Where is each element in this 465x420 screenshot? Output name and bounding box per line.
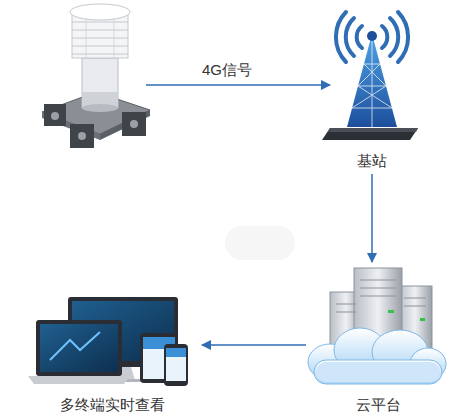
base-station-tower (336, 12, 346, 62)
cloud-server (420, 318, 425, 321)
signal-arrow (146, 84, 330, 86)
base-station-tower (322, 12, 418, 140)
base-station-tower (346, 18, 354, 56)
terminal-devices (166, 348, 186, 357)
base-station-tower (358, 64, 380, 86)
terminal-devices (28, 376, 130, 384)
cloud-server (316, 362, 440, 382)
cloud-server (360, 296, 396, 297)
signal-label: 4G信号 (200, 60, 254, 80)
cloud-server (388, 310, 394, 313)
cloud-server (308, 328, 446, 384)
weather-station (122, 112, 146, 136)
cloud-server (336, 280, 426, 312)
base-station-tower (382, 26, 387, 48)
weather-station (70, 4, 130, 20)
weather-station (86, 14, 87, 58)
base-station-tower (364, 64, 380, 65)
base-station-tower (367, 31, 377, 41)
weather-station (100, 110, 150, 140)
node-label: 云平台 (354, 395, 403, 415)
base-station-tower (390, 18, 398, 56)
terminal-devices (50, 332, 100, 360)
cloud-server (308, 268, 446, 384)
weather-station (72, 14, 128, 58)
weather-station (72, 22, 128, 23)
base-station-tower (372, 34, 373, 127)
weather-station (51, 112, 59, 120)
base-station-tower (352, 86, 386, 108)
base-station-tower (358, 86, 392, 108)
flow-arrow (202, 344, 306, 346)
base-station-tower (358, 86, 386, 87)
base-station-tower (398, 12, 408, 62)
terminal-devices (40, 324, 118, 372)
weather-station (42, 4, 150, 148)
base-station-tower (328, 128, 418, 132)
icon-node: 基站 (322, 8, 422, 174)
weather-station (130, 120, 138, 128)
terminal-devices (36, 320, 122, 376)
weather-station (114, 14, 115, 58)
weather-station (72, 54, 128, 55)
node-label: 基站 (355, 151, 389, 171)
cloud-server (404, 298, 426, 299)
weather-station (72, 46, 128, 47)
base-station-tower (352, 34, 392, 127)
faint-patch (225, 226, 295, 260)
base-station-tower (352, 108, 392, 109)
terminal-devices (28, 297, 188, 386)
weather-station (82, 104, 118, 112)
base-station-tower (347, 34, 397, 127)
cloud-server (404, 306, 426, 307)
base-station-tower (364, 64, 386, 86)
flow-arrow (371, 174, 373, 262)
base-station-tower (322, 128, 418, 140)
weather-station (72, 30, 128, 31)
cloud-server (336, 304, 356, 305)
weather-station (78, 132, 86, 140)
icon-node: 云平台 (306, 262, 450, 418)
cloud-server (314, 360, 442, 384)
weather-station (72, 38, 128, 39)
node-label: 多终端实时查看 (58, 395, 167, 415)
terminal-devices (166, 348, 186, 381)
terminal-devices (164, 344, 188, 386)
base-station-tower (357, 26, 362, 48)
cloud-server (336, 312, 356, 313)
icon-node: 多终端实时查看 (22, 290, 202, 418)
weather-station (82, 58, 118, 108)
weather-station (44, 104, 66, 126)
cloud-server (360, 288, 396, 289)
base-station-tower (336, 12, 408, 62)
weather-station (70, 124, 94, 148)
cloud-server (360, 280, 396, 281)
